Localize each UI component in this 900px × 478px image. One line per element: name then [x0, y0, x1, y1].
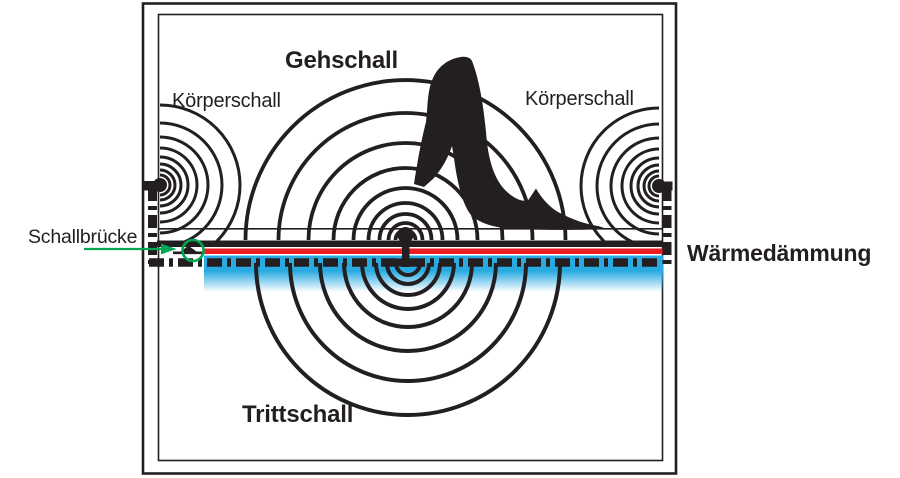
impact-source-dot	[397, 227, 414, 243]
outer-wall-rect	[141, 2, 678, 475]
label-waermedaemmung: Wärmedämmung	[687, 240, 872, 266]
wave-arc	[351, 186, 460, 241]
label-gehschall: Gehschall	[285, 47, 398, 74]
label-koerperschall-right: Körperschall	[525, 88, 634, 110]
sound-bridge-arrow-head	[161, 243, 177, 255]
label-koerperschall-left: Körperschall	[172, 90, 281, 112]
wave-arc	[374, 262, 442, 297]
wave-arc	[595, 122, 660, 241]
wave-arc	[288, 262, 528, 383]
wave-arc	[159, 162, 183, 208]
sound-bridge-circle	[181, 238, 205, 263]
wave-arc	[579, 106, 660, 241]
high-heel-shoe	[414, 56, 606, 230]
right-wave-source-dot	[652, 179, 666, 193]
koerperschall-left-waves	[159, 103, 242, 241]
wave-arc	[386, 221, 425, 241]
wave-arc	[342, 262, 474, 329]
wave-arc	[159, 103, 242, 241]
koerperschall-right-waves	[579, 106, 660, 241]
label-trittschall: Trittschall	[242, 401, 354, 428]
wave-arc	[366, 201, 445, 241]
wave-arc	[159, 155, 190, 215]
screed-line	[157, 240, 663, 247]
wave-arc	[629, 156, 660, 216]
wave-arc	[642, 169, 660, 203]
wave-arc	[636, 163, 660, 209]
sealing-layer	[204, 248, 663, 254]
wave-arc	[394, 262, 422, 277]
wave-arc	[159, 173, 172, 197]
inner-wall-rect	[157, 13, 664, 462]
wave-arc	[385, 262, 431, 286]
wave-arc	[159, 146, 199, 224]
wave-arc	[159, 168, 177, 202]
impact-pin	[402, 241, 410, 267]
wave-arc	[647, 174, 660, 198]
left-wave-source-dot	[153, 178, 167, 192]
left-wall-stub	[143, 181, 159, 191]
wave-arc	[159, 135, 210, 235]
trittschall-waves	[254, 262, 562, 417]
impact-pin-foot	[395, 258, 418, 267]
wave-arc	[609, 136, 660, 236]
label-schallbruecke: Schallbrücke	[28, 226, 138, 248]
wave-arc	[276, 111, 535, 241]
wave-arc	[243, 78, 568, 241]
wave-arc	[360, 262, 456, 311]
wave-arc	[254, 262, 562, 417]
wave-arc	[318, 262, 498, 353]
wave-arc	[377, 212, 434, 241]
wave-arc	[620, 147, 660, 225]
